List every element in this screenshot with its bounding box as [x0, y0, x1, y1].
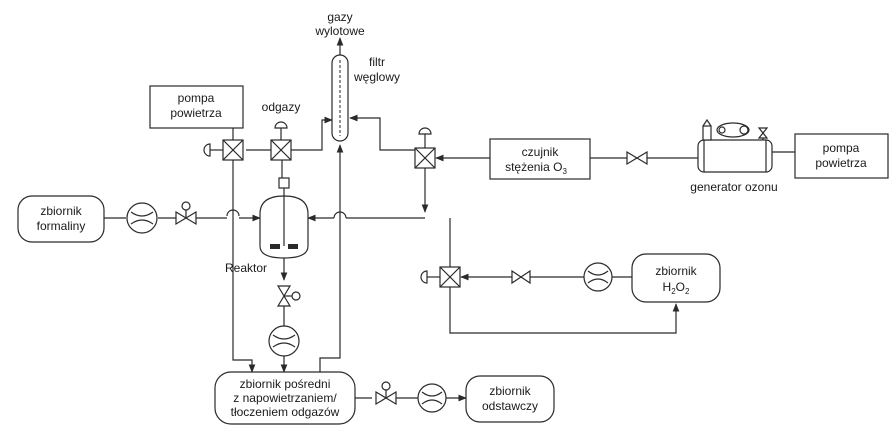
offgas-valve — [270, 121, 292, 161]
crossover-1 — [226, 209, 240, 217]
reactor-label: Reaktor — [225, 261, 267, 275]
left-pump-valve — [203, 139, 244, 161]
air-pump-right-label-2: powietrza — [815, 156, 867, 170]
air-pump-right-label-1: pompa — [823, 141, 860, 155]
carbon-filter-label-1: filtr — [369, 55, 385, 69]
pipes — [104, 37, 795, 402]
ozone-sensor-label-1: czujnik — [522, 145, 560, 159]
formalin-tank — [17, 195, 105, 243]
reactor-outlet-valve — [276, 285, 301, 307]
reactor-outlet-pump — [268, 325, 300, 357]
formalin-pump — [126, 202, 158, 234]
intermediate-tank — [214, 371, 356, 425]
intermediate-tank-label-3: tłoczeniem odgazów — [231, 405, 340, 419]
ozone-generator — [697, 118, 773, 173]
carbon-filter — [331, 54, 349, 142]
formalin-tank-label-2: formaliny — [37, 219, 86, 233]
settling-tank — [465, 375, 555, 423]
ozone-generator-label: generator ozonu — [690, 180, 777, 194]
ozone-generator-belt — [716, 122, 750, 138]
intermediate-tank-label-2: z napowietrzaniem/ — [233, 391, 337, 405]
h2o2-loop-pipe — [449, 287, 680, 334]
air-pump-left-label-1: pompa — [178, 91, 215, 105]
reactor — [259, 177, 309, 259]
h2o2-tank-label-1: zbiornik — [655, 264, 697, 278]
ozone-sensor-subscript: 3 — [562, 167, 567, 176]
left-valve-down-pipe-b — [232, 216, 256, 373]
ozone-to-filter-pipe — [349, 114, 425, 151]
air-pump-left-box — [149, 85, 244, 129]
carbon-filter-label-2: węglowy — [353, 70, 400, 84]
intermediate-tank-label-1: zbiornik pośredni — [240, 377, 331, 391]
ozone-sensor-label-2: stężenia O3 — [505, 160, 567, 176]
ozone-line-restrictor — [626, 150, 648, 166]
settling-tank-label-1: zbiornik — [489, 384, 531, 398]
settling-pump — [417, 383, 447, 413]
reactor-motor — [278, 177, 290, 189]
ozone-generator-body — [697, 139, 773, 173]
ozone-sensor-box — [489, 138, 591, 180]
ozone-control-valve — [414, 127, 436, 169]
settling-dosing-valve — [375, 381, 397, 406]
exhaust-label-1: gazy — [327, 10, 352, 24]
offgas-to-filter-pipe — [291, 116, 333, 151]
h2o2-pump — [583, 262, 613, 292]
h2o2-tank-label-2: H2O2 — [663, 280, 690, 296]
air-pump-right-box — [794, 133, 889, 179]
intermediate-to-filter-pipe — [319, 144, 344, 372]
h2o2-tank — [631, 253, 721, 303]
h2o2-control-valve — [420, 266, 461, 288]
settling-tank-label-2: odstawczy — [482, 399, 538, 413]
ozone-generator-relief — [702, 125, 712, 141]
reactor-impeller-left — [270, 244, 280, 249]
formalin-dosing-valve — [175, 201, 197, 226]
formalin-tank-label-1: zbiornik — [40, 204, 82, 218]
offgas-label: odgazy — [262, 100, 301, 114]
reactor-impeller-right — [288, 244, 298, 249]
air-pump-left-label-2: powietrza — [170, 106, 222, 120]
h2o2-line-restrictor — [511, 269, 531, 285]
exhaust-label-2: wylotowe — [314, 24, 365, 38]
